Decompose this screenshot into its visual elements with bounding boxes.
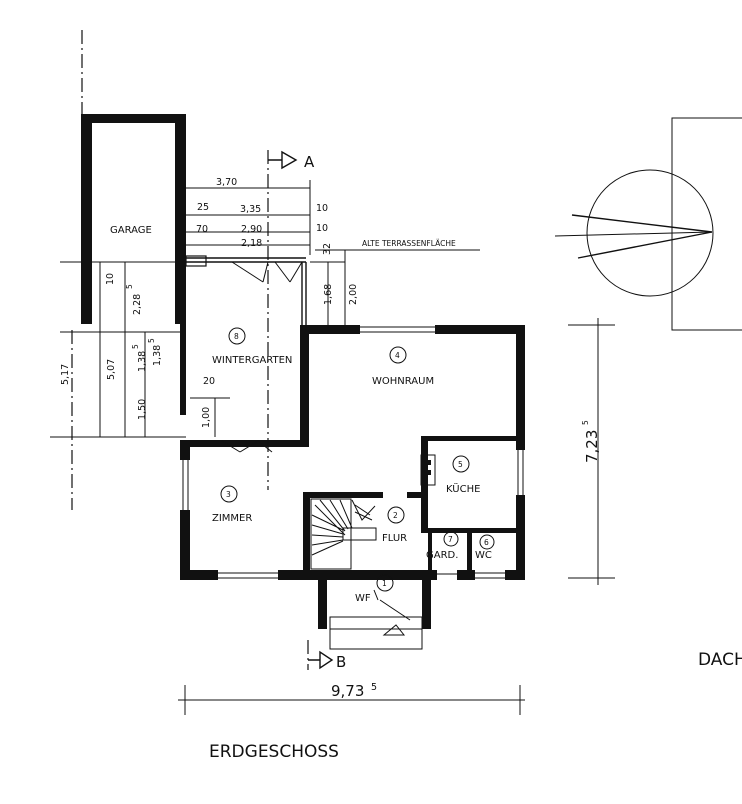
dach-title: DACH xyxy=(698,650,742,670)
dach-section-symbol xyxy=(554,117,742,331)
dim-3-70: 3,70 xyxy=(216,177,237,188)
stove xyxy=(420,454,436,486)
room-number-7: 7 xyxy=(448,535,453,544)
room-number-8: 8 xyxy=(234,332,239,341)
dim-9-73-sup: 5 xyxy=(371,682,377,693)
dim-3-35: 3,35 xyxy=(240,204,261,215)
dim-5-07: 5,07 xyxy=(106,359,117,380)
dim-2-18: 2,18 xyxy=(241,238,262,249)
dim-1-00: 1,00 xyxy=(201,407,212,428)
section-mark-b: B xyxy=(336,653,346,671)
garage-walls xyxy=(81,114,186,324)
room-number-5: 5 xyxy=(458,460,463,469)
dim-2-28-sup: 5 xyxy=(125,284,134,289)
dim-1-38-a: 1,38 xyxy=(137,351,148,372)
dim-2-00: 2,00 xyxy=(348,284,359,305)
section-lines xyxy=(71,30,334,670)
dimension-lines xyxy=(50,180,615,715)
section-mark-a: A xyxy=(304,153,315,171)
label-zimmer: ZIMMER xyxy=(212,513,252,524)
entrance-steps xyxy=(329,589,423,650)
dim-5-17: 5,17 xyxy=(60,364,71,385)
dim-1-50: 1,50 xyxy=(137,399,148,420)
label-wc: WC xyxy=(475,550,492,561)
dim-7-23: 7,23 xyxy=(583,430,601,463)
dim-10-a: 10 xyxy=(316,203,328,214)
room-number-circles xyxy=(220,327,495,592)
room-number-1: 1 xyxy=(382,579,387,588)
room-number-2: 2 xyxy=(393,511,398,520)
dim-1-38-b-sup: 5 xyxy=(147,338,156,343)
windows xyxy=(179,324,526,581)
room-number-6: 6 xyxy=(484,538,489,547)
dimension-labels: 3,70 25 3,35 10 70 2,90 10 2,18 32 10 2,… xyxy=(60,177,601,700)
dim-20: 20 xyxy=(203,376,215,387)
dim-32: 32 xyxy=(322,243,333,255)
room-number-4: 4 xyxy=(395,351,400,360)
dim-2-28: 2,28 xyxy=(132,294,143,315)
dim-2-90: 2,90 xyxy=(241,224,262,235)
dim-70: 70 xyxy=(196,224,208,235)
dim-10-c: 10 xyxy=(105,273,116,285)
label-kueche: KÜCHE xyxy=(446,482,480,495)
room-labels: GARAGE WINTERGARTEN WOHNRAUM KÜCHE ZIMME… xyxy=(110,225,492,604)
label-wintergarten: WINTERGARTEN xyxy=(212,355,292,366)
annotation-terrasse: ALTE TERRASSENFLÄCHE xyxy=(362,239,456,248)
label-garage: GARAGE xyxy=(110,225,152,236)
dim-10-b: 10 xyxy=(316,223,328,234)
room-numbers: 8 4 5 3 2 7 6 1 xyxy=(226,332,489,588)
label-wohnraum: WOHNRAUM xyxy=(372,376,434,387)
house-walls xyxy=(180,320,525,629)
floor-title: ERDGESCHOSS xyxy=(209,742,339,762)
dim-9-73: 9,73 xyxy=(331,682,364,700)
label-gard: GARD. xyxy=(426,550,458,561)
dim-7-23-sup: 5 xyxy=(581,420,590,425)
room-number-3: 3 xyxy=(226,490,231,499)
label-wf: WF xyxy=(355,593,371,604)
dim-1-68: 1,68 xyxy=(323,284,334,305)
dim-1-38-b: 1,38 xyxy=(152,345,163,366)
section-mark-labels: A B xyxy=(304,153,346,671)
dim-1-38-a-sup: 5 xyxy=(131,344,140,349)
staircase xyxy=(310,498,377,570)
wintergarten-glazing xyxy=(185,255,307,453)
dim-25: 25 xyxy=(197,202,209,213)
label-flur: FLUR xyxy=(382,533,407,544)
